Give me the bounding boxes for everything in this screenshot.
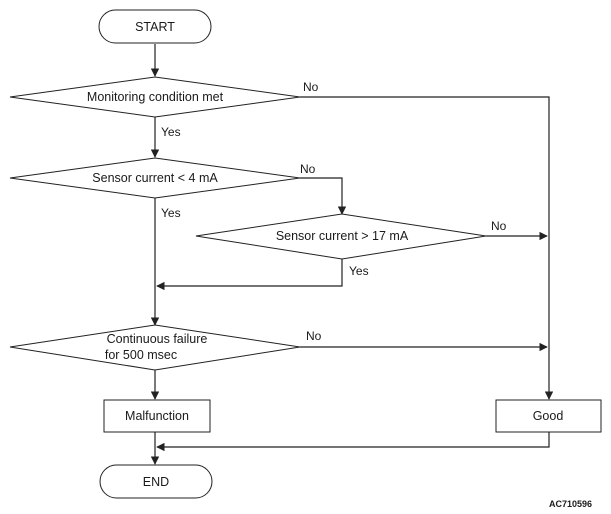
edge-label-sensor-high-yes: Yes	[349, 264, 369, 278]
start-terminator	[98, 9, 212, 44]
process-good-label: Good	[533, 409, 564, 423]
process-malfunction-label: Malfunction	[125, 409, 189, 423]
connector-monitoring-no	[300, 96, 554, 400]
process-good	[495, 399, 602, 433]
decision-sensor-low-label: Sensor current < 4 mA	[92, 171, 218, 185]
edge-label-sensor-low-no: No	[300, 162, 316, 176]
start-label: START	[135, 20, 175, 34]
edge-label-sensor-high-no: No	[491, 219, 507, 233]
decision-monitoring-label: Monitoring condition met	[87, 90, 224, 104]
connector-sensor-high-yes	[156, 259, 343, 291]
decision-continuous-label-line2: for 500 msec	[105, 348, 177, 362]
decision-continuous-failure	[9, 324, 301, 371]
end-terminator	[99, 464, 213, 499]
process-malfunction	[103, 399, 211, 433]
figure-code: AC710596	[549, 499, 592, 509]
connector-good-to-end	[156, 432, 550, 452]
edge-label-sensor-low-yes: Yes	[161, 206, 181, 220]
decision-sensor-high-label: Sensor current > 17 mA	[276, 229, 409, 243]
decision-sensor-current-low	[9, 157, 301, 199]
decision-monitoring-condition	[9, 76, 301, 118]
end-label: END	[143, 475, 169, 489]
edge-label-monitoring-no: No	[303, 80, 319, 94]
decision-sensor-current-high	[195, 213, 487, 260]
edge-label-continuous-no: No	[306, 329, 322, 343]
decision-continuous-label-line1: Continuous failure	[107, 332, 208, 346]
connector-sensor-low-no	[300, 177, 347, 215]
edge-label-monitoring-yes: Yes	[161, 125, 181, 139]
